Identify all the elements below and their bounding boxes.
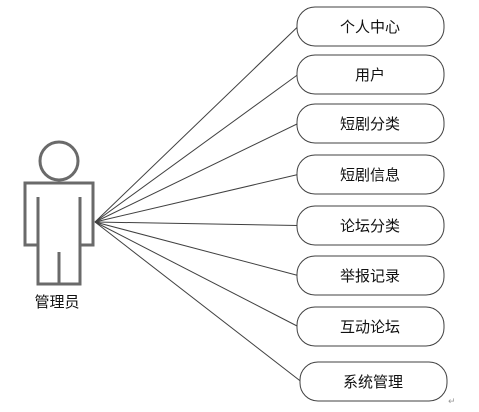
use-case[interactable]: 举报记录: [296, 255, 445, 296]
use-case-label: 短剧分类: [340, 115, 400, 133]
use-case[interactable]: 个人中心: [296, 6, 445, 47]
use-case-label: 短剧信息: [340, 166, 400, 184]
use-case-label: 系统管理: [343, 373, 403, 391]
use-case[interactable]: 互动论坛: [296, 306, 445, 347]
use-case[interactable]: 短剧信息: [296, 154, 445, 195]
association-line: [94, 221, 299, 226]
actor-figure: [23, 140, 95, 286]
paragraph-mark: ↵: [448, 397, 456, 407]
use-case[interactable]: 用户: [296, 54, 445, 95]
actor-head: [38, 140, 80, 182]
use-cases: 个人中心 用户 短剧分类 短剧信息 论坛分类 举报记录: [296, 6, 448, 402]
use-case-box: [296, 255, 445, 296]
actor-body: [23, 181, 95, 286]
use-case-label: 互动论坛: [340, 318, 400, 336]
actor-label: 管理员: [34, 293, 79, 311]
association-line: [94, 174, 299, 223]
use-case[interactable]: 短剧分类: [296, 103, 445, 144]
association-line: [94, 221, 299, 327]
use-case-label: 个人中心: [340, 18, 400, 36]
use-case[interactable]: 论坛分类: [296, 205, 445, 246]
use-case-label: 论坛分类: [340, 217, 400, 235]
association-line: [94, 26, 299, 223]
association-line: [94, 221, 299, 276]
use-case-label: 用户: [355, 66, 385, 84]
use-case-box: [296, 154, 445, 195]
association-line: [94, 123, 299, 223]
association-line: [94, 74, 299, 223]
use-case-box: [299, 361, 448, 402]
use-case-box: [296, 205, 445, 246]
association-line: [94, 221, 302, 382]
use-case-box: [296, 54, 445, 95]
association-lines: [94, 26, 302, 382]
use-case-box: [296, 103, 445, 144]
use-case-label: 举报记录: [340, 267, 400, 285]
use-case-box: [296, 6, 445, 47]
use-case-box: [296, 306, 445, 347]
use-case[interactable]: 系统管理: [299, 361, 448, 402]
